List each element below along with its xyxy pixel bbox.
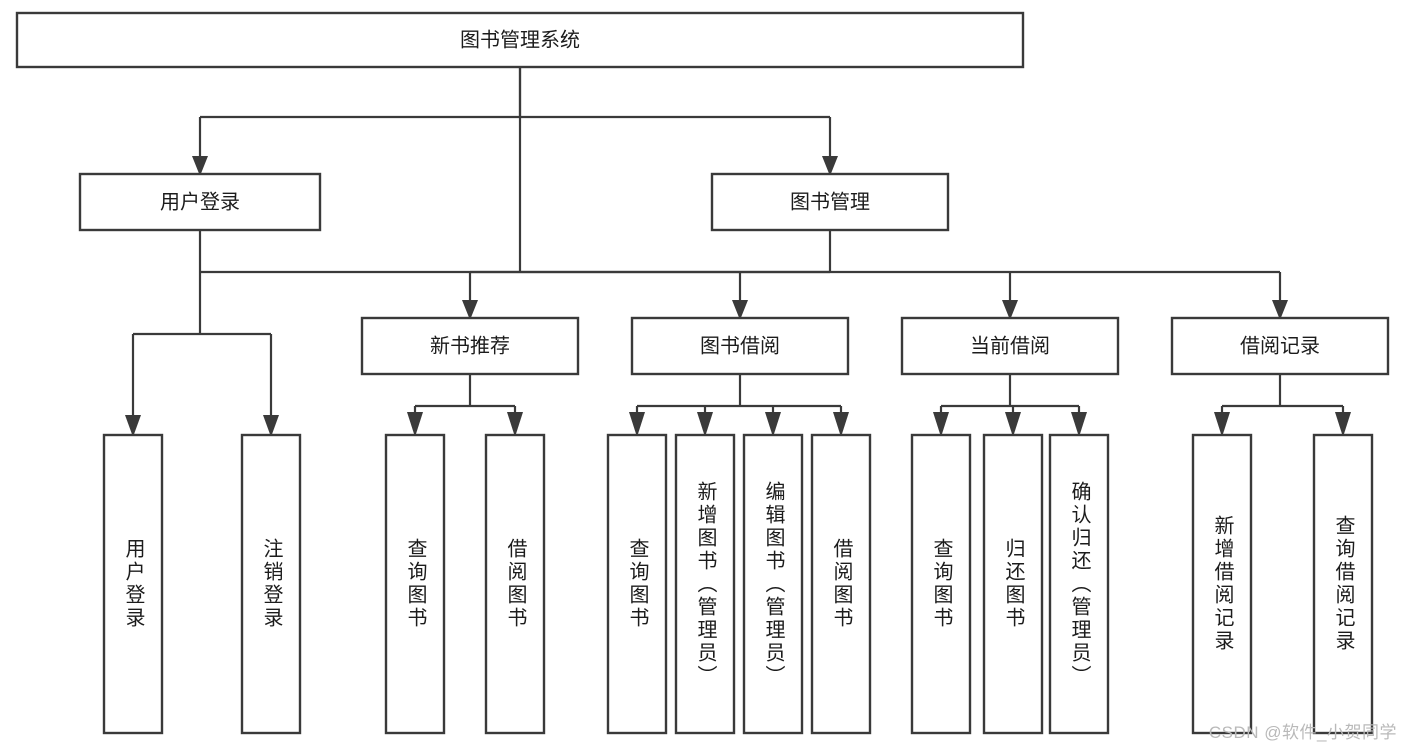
node-leaf-query-book-1[interactable] bbox=[384, 433, 446, 735]
node-leaf-add-record[interactable] bbox=[1191, 433, 1253, 735]
node-leaf-borrow-book-2[interactable] bbox=[810, 433, 872, 735]
label-book-manage: 图书管理 bbox=[790, 190, 870, 213]
arrow-head-leaf-query-record bbox=[1335, 412, 1351, 437]
label-root: 图书管理系统 bbox=[460, 28, 580, 51]
node-borrow-record[interactable] bbox=[1170, 316, 1390, 376]
leaf-boxes bbox=[102, 433, 1374, 735]
node-boxes bbox=[15, 11, 1390, 376]
node-leaf-confirm-return[interactable] bbox=[1048, 433, 1110, 735]
node-user-login[interactable] bbox=[78, 172, 322, 232]
node-labels: 图书管理系统 用户登录 图书管理 新书推荐 图书借阅 当前借阅 借阅记录 bbox=[160, 28, 1320, 357]
connector-book-borrow-leaves bbox=[629, 374, 849, 437]
arrow-head-book-manage bbox=[822, 156, 838, 176]
arrow-head-leaf-borrow-book-2 bbox=[833, 412, 849, 437]
node-leaf-query-record[interactable] bbox=[1312, 433, 1374, 735]
arrow-head-leaf-query-book-3 bbox=[933, 412, 949, 437]
arrow-head-leaf-borrow-book-1 bbox=[507, 412, 523, 437]
node-root[interactable] bbox=[15, 11, 1025, 69]
connector-new-book-rec-leaves bbox=[407, 374, 523, 437]
watermark-text: CSDN @软件_小贺同学 bbox=[1208, 723, 1397, 742]
node-leaf-query-book-2[interactable] bbox=[606, 433, 668, 735]
node-leaf-edit-book[interactable] bbox=[742, 433, 804, 735]
arrow-head-leaf-add-record bbox=[1214, 412, 1230, 437]
arrow-head-current-borrow bbox=[1002, 300, 1018, 320]
arrow-head-leaf-add-book bbox=[697, 412, 713, 437]
arrow-head-new-book-rec bbox=[462, 300, 478, 320]
arrow-head-leaf-return-book bbox=[1005, 412, 1021, 437]
arrow-head-book-borrow bbox=[732, 300, 748, 320]
node-book-borrow[interactable] bbox=[630, 316, 850, 376]
arrow-head-leaf-logout bbox=[263, 415, 279, 437]
node-book-manage[interactable] bbox=[710, 172, 950, 232]
node-new-book-rec[interactable] bbox=[360, 316, 580, 376]
arrow-head-leaf-query-book-1 bbox=[407, 412, 423, 437]
node-leaf-query-book-3[interactable] bbox=[910, 433, 972, 735]
arrow-head-borrow-record bbox=[1272, 300, 1288, 320]
node-current-borrow[interactable] bbox=[900, 316, 1120, 376]
node-leaf-logout[interactable] bbox=[240, 433, 302, 735]
label-book-borrow: 图书借阅 bbox=[700, 334, 780, 357]
node-leaf-user-login[interactable] bbox=[102, 433, 164, 735]
node-leaf-borrow-book-1[interactable] bbox=[484, 433, 546, 735]
connector-current-borrow-leaves bbox=[933, 374, 1087, 437]
arrow-head-user-login bbox=[192, 156, 208, 176]
connector-borrow-record-leaves bbox=[1214, 374, 1351, 437]
connector-book-manage-branches bbox=[462, 230, 1288, 320]
connector-root-branches bbox=[192, 67, 838, 176]
arrow-head-leaf-edit-book bbox=[765, 412, 781, 437]
arrow-head-leaf-confirm-return bbox=[1071, 412, 1087, 437]
node-leaf-add-book[interactable] bbox=[674, 433, 736, 735]
label-borrow-record: 借阅记录 bbox=[1240, 334, 1320, 357]
label-user-login: 用户登录 bbox=[160, 190, 240, 213]
label-current-borrow: 当前借阅 bbox=[970, 334, 1050, 357]
arrow-head-leaf-user-login bbox=[125, 415, 141, 437]
label-new-book-rec: 新书推荐 bbox=[430, 334, 510, 357]
connector-user-login-leaves bbox=[125, 230, 279, 437]
node-leaf-return-book[interactable] bbox=[982, 433, 1044, 735]
arrow-head-leaf-query-book-2 bbox=[629, 412, 645, 437]
connector-group-root bbox=[200, 67, 830, 274]
